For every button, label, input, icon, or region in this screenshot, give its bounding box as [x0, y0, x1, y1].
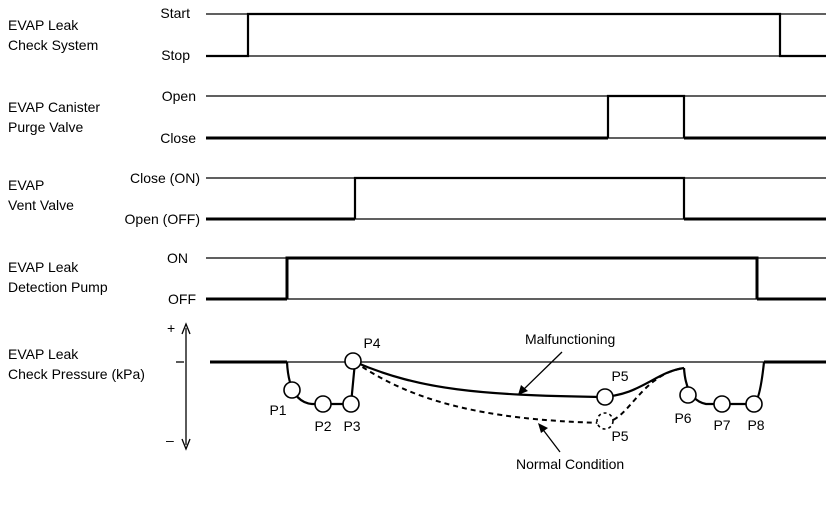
axis-minus-label: – — [166, 432, 174, 448]
row-label-line: Vent Valve — [8, 197, 74, 213]
point-marker-p7 — [713, 395, 731, 413]
row-leak-detection-pump: EVAP Leak Detection Pump ON OFF — [8, 250, 826, 307]
point-marker-p5-normal — [596, 412, 614, 430]
pressure-curve-dip — [285, 361, 357, 406]
signal-waveform-pulse — [285, 256, 759, 299]
point-label: P4 — [363, 335, 380, 351]
point-label: P8 — [747, 417, 764, 433]
signal-waveform-pulse — [606, 94, 686, 138]
normal-condition-arrow — [538, 423, 561, 453]
point-marker-p3 — [342, 395, 360, 413]
signal-waveform-pulse — [353, 176, 686, 219]
level-low-label: Close — [160, 130, 196, 146]
pressure-axis — [176, 322, 191, 451]
level-high-label: Close (ON) — [130, 170, 200, 186]
row-label-line: EVAP Canister — [8, 99, 100, 115]
point-label: P3 — [343, 418, 360, 434]
row-label-line: Purge Valve — [8, 119, 83, 135]
level-high-label: Open — [162, 88, 196, 104]
malfunctioning-curve — [354, 360, 685, 399]
point-marker-p6 — [679, 386, 697, 404]
point-label: P7 — [713, 417, 730, 433]
point-label: P1 — [269, 402, 286, 418]
normal-condition-label: Normal Condition — [516, 456, 624, 472]
level-high-label: Start — [160, 5, 190, 21]
row-label-line: EVAP Leak — [8, 346, 79, 362]
axis-plus-label: + — [167, 320, 175, 336]
row-label-line: EVAP Leak — [8, 259, 79, 275]
malfunctioning-label: Malfunctioning — [525, 331, 615, 347]
malfunctioning-arrow — [518, 351, 563, 395]
signal-waveform — [206, 12, 826, 58]
point-marker-p8 — [745, 395, 763, 413]
point-marker-p1 — [283, 381, 301, 399]
level-low-label: OFF — [168, 291, 196, 307]
point-label: P5 — [611, 428, 628, 444]
row-label-line: Detection Pump — [8, 279, 108, 295]
point-label: P2 — [314, 418, 331, 434]
level-low-label: Open (OFF) — [125, 211, 200, 227]
point-marker-p5-malfunction — [596, 388, 614, 406]
row-label-line: EVAP Leak — [8, 17, 79, 33]
row-leak-check-pressure: EVAP Leak Check Pressure (kPa) + – — [8, 320, 826, 472]
row-canister-purge-valve: EVAP Canister Purge Valve Open Close — [8, 88, 826, 146]
point-marker-p4 — [344, 352, 362, 370]
point-marker-p2 — [314, 395, 332, 413]
point-label: P6 — [674, 410, 691, 426]
normal-condition-curve — [354, 361, 685, 425]
row-label-line: EVAP — [8, 177, 44, 193]
point-label: P5 — [611, 368, 628, 384]
row-vent-valve: EVAP Vent Valve Close (ON) Open (OFF) — [8, 170, 826, 227]
row-label-line: Check System — [8, 37, 98, 53]
level-low-label: Stop — [161, 47, 190, 63]
level-high-label: ON — [167, 250, 188, 266]
row-leak-check-system: EVAP Leak Check System Start Stop — [8, 5, 826, 63]
row-label-line: Check Pressure (kPa) — [8, 366, 145, 382]
